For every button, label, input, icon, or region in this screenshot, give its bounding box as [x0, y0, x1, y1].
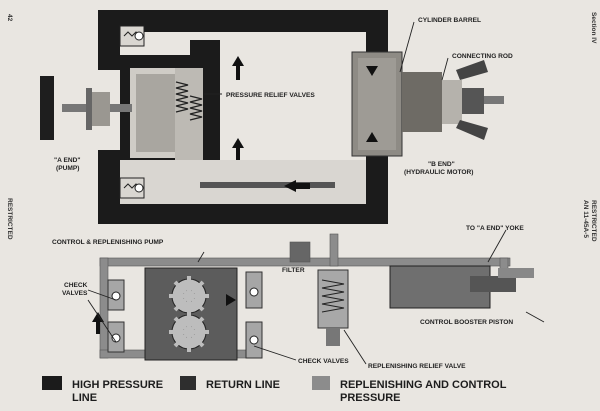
label-control-booster-piston: CONTROL BOOSTER PISTON: [420, 319, 513, 326]
label-a-end: "A END": [54, 157, 81, 164]
page-number: 42: [6, 14, 13, 22]
legend-swatch-replenishing: [312, 376, 330, 390]
legend-replenishing-2: PRESSURE: [340, 392, 401, 404]
b-end-motor: [351, 51, 504, 157]
label-check-valves-bottom: CHECK VALVES: [298, 358, 349, 365]
label-b-end: "B END": [428, 161, 455, 168]
control-booster-piston: [389, 265, 534, 309]
port-valve-bottom: [119, 177, 145, 199]
legend-replenishing-1: REPLENISHING AND CONTROL: [340, 379, 507, 391]
port-valve-top: [119, 25, 145, 47]
legend-swatch-return-line: [180, 376, 196, 390]
legend: HIGH PRESSURE LINE RETURN LINE REPLENISH…: [42, 376, 507, 404]
label-pump: (PUMP): [56, 165, 79, 172]
check-valve-right-group: [226, 271, 263, 359]
leader-lines: [87, 21, 545, 365]
check-valve-left-group: [92, 279, 125, 353]
label-connecting-rod: CONNECTING ROD: [452, 53, 513, 60]
margin-restricted-left: RESTRICTED: [6, 198, 13, 240]
return-line-inner: [120, 160, 366, 204]
handwheel-icon: [40, 76, 54, 140]
replenishing-relief-valve: [317, 269, 349, 346]
label-filter: FILTER: [282, 267, 305, 274]
label-hydraulic-motor: (HYDRAULIC MOTOR): [404, 169, 473, 176]
label-to-a-end-yoke: TO "A END" YOKE: [466, 225, 524, 232]
margin-restricted-right: RESTRICTED: [590, 200, 597, 242]
label-check-valves-left-1: CHECK: [64, 282, 88, 289]
label-replenishing-relief-valve: REPLENISHING RELIEF VALVE: [368, 363, 466, 370]
legend-return-line: RETURN LINE: [206, 379, 280, 391]
margin-section: Section IV: [590, 12, 597, 44]
label-control-replenishing-pump: CONTROL & REPLENISHING PUMP: [52, 239, 164, 246]
legend-high-pressure-1: HIGH PRESSURE: [72, 379, 163, 391]
label-pressure-relief-valves: PRESSURE RELIEF VALVES: [226, 92, 315, 99]
flow-arrows-upper: [232, 56, 310, 192]
legend-high-pressure-2: LINE: [72, 392, 97, 404]
margin-an-number: AN 11-45A-5: [582, 200, 589, 238]
a-end-pump: [40, 68, 203, 160]
legend-swatch-high-pressure: [42, 376, 62, 390]
label-check-valves-left-2: VALVES: [62, 290, 88, 297]
label-cylinder-barrel: CYLINDER BARREL: [418, 17, 481, 24]
gear-pump: [144, 267, 238, 361]
